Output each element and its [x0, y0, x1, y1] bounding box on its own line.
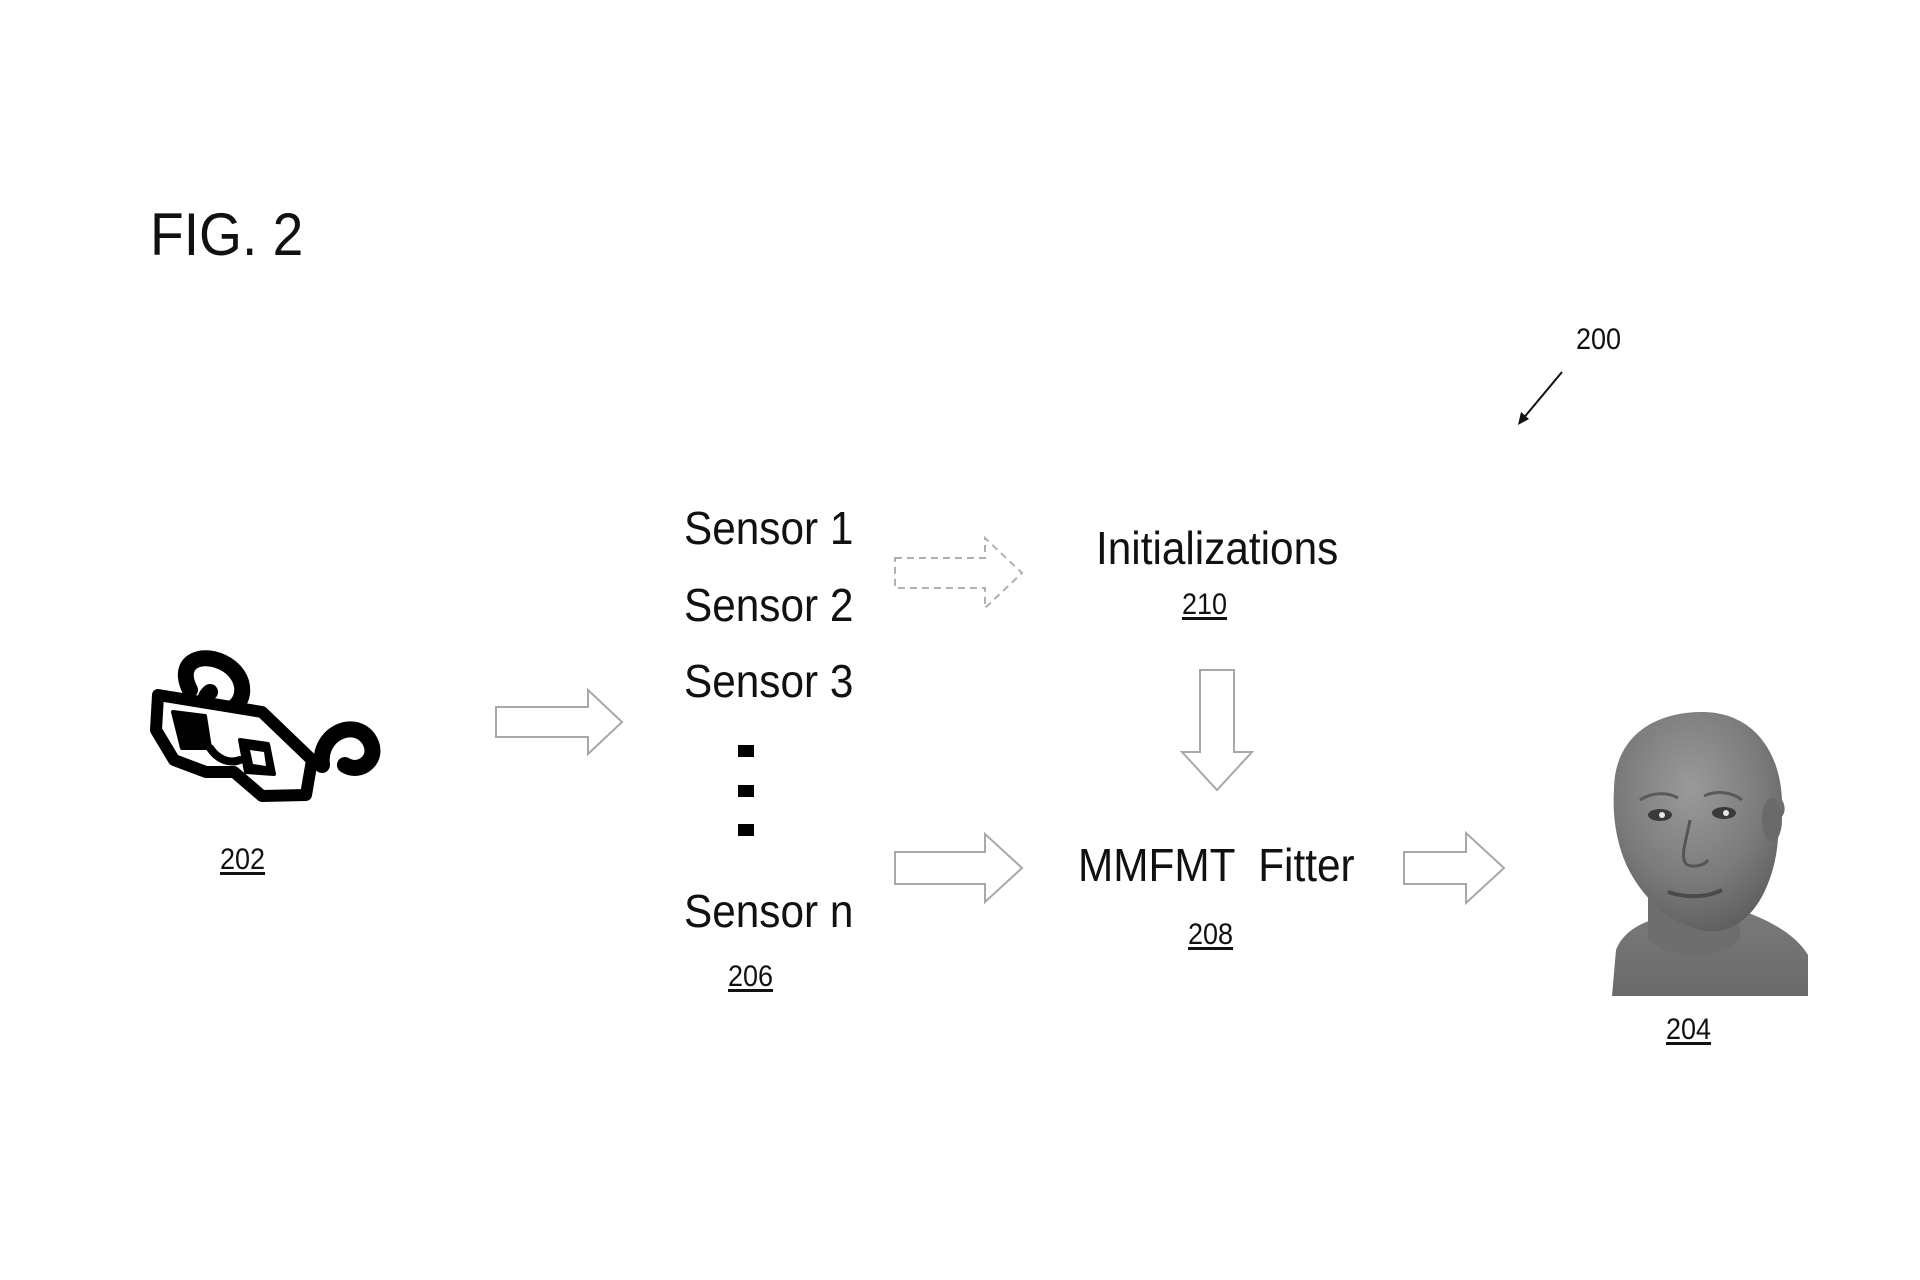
sensor-ellipsis — [738, 745, 754, 836]
system-ref-arrow — [1518, 371, 1563, 425]
initializations-to-fitter-arrow — [1179, 669, 1255, 792]
fitter-to-output-arrow — [1403, 830, 1506, 906]
sensor-1-label: Sensor 1 — [684, 502, 854, 554]
output-ref-label: 204 — [1666, 1013, 1712, 1046]
device-ref-label: 202 — [220, 843, 266, 876]
initializations-label: Initializations — [1096, 522, 1339, 574]
sensors-ref-label: 206 — [728, 960, 774, 993]
figure-title: FIG. 2 — [150, 201, 304, 268]
device-to-sensors-arrow — [495, 687, 624, 757]
3d-head-model-icon — [1612, 712, 1808, 996]
system-ref-label: 200 — [1576, 323, 1622, 356]
sensor-3-label: Sensor 3 — [684, 655, 854, 707]
sensor-n-label: Sensor n — [684, 885, 854, 937]
3d-glasses-icon — [150, 650, 381, 802]
fitter-label: MMFMT Fitter — [1078, 839, 1355, 891]
initializations-ref-label: 210 — [1182, 588, 1228, 621]
sensors-to-fitter-arrow — [894, 831, 1024, 905]
fitter-ref-label: 208 — [1188, 918, 1234, 951]
sensor-2-label: Sensor 2 — [684, 579, 854, 631]
sensors-to-initializations-arrow — [894, 535, 1024, 611]
